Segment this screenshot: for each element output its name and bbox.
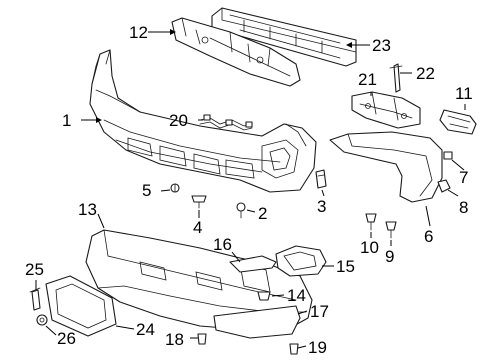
bolt-part-9 xyxy=(385,221,397,239)
callout-4: 4 xyxy=(193,218,202,237)
wire-harness-part xyxy=(199,114,253,131)
bolt-part-10 xyxy=(365,213,377,231)
leader-lines xyxy=(35,29,466,349)
callout-17: 17 xyxy=(310,302,329,321)
callout-23: 23 xyxy=(372,36,391,55)
callout-15: 15 xyxy=(336,257,355,276)
retainer-clip-part xyxy=(389,63,403,93)
license-bracket-part xyxy=(45,275,117,337)
callout-9: 9 xyxy=(385,247,394,266)
callout-20: 20 xyxy=(169,111,188,130)
callout-11: 11 xyxy=(455,84,473,103)
clip-part-14 xyxy=(257,291,271,301)
callout-18: 18 xyxy=(165,330,184,349)
bracket-part-3 xyxy=(315,169,327,189)
callout-26: 26 xyxy=(57,329,76,348)
callout-7: 7 xyxy=(459,168,468,187)
bolt-part-19 xyxy=(289,343,299,355)
callout-10: 10 xyxy=(360,238,379,257)
callout-8: 8 xyxy=(459,198,468,217)
callout-2: 2 xyxy=(258,204,267,223)
bolt-part-18 xyxy=(197,333,207,345)
bolt-part-25 xyxy=(29,287,41,311)
callout-25: 25 xyxy=(25,260,44,279)
callout-6: 6 xyxy=(424,227,433,246)
callout-5: 5 xyxy=(142,181,151,200)
fog-lamp-bezel-part xyxy=(275,245,327,277)
callout-16: 16 xyxy=(213,235,232,254)
energy-absorber-part xyxy=(171,17,301,87)
callout-13: 13 xyxy=(78,200,97,219)
fascia-bracket-part xyxy=(351,91,421,129)
bumper-fascia-part xyxy=(89,49,317,193)
callout-21: 21 xyxy=(358,70,377,89)
fastener-part-4 xyxy=(191,195,207,209)
callout-12: 12 xyxy=(129,23,148,42)
valance-extension-part xyxy=(213,305,301,339)
trim-strip-part xyxy=(229,255,277,273)
callout-1: 1 xyxy=(62,111,71,130)
clip-part-7 xyxy=(443,151,453,160)
fastener-part-2 xyxy=(236,202,246,219)
side-bracket-part xyxy=(439,109,477,135)
callout-22: 22 xyxy=(416,64,435,83)
corner-cover-part xyxy=(329,131,443,203)
callout-19: 19 xyxy=(308,338,327,357)
callout-24: 24 xyxy=(136,320,155,339)
callout-numbers: 1 2 3 4 5 6 7 8 9 10 11 12 13 14 15 16 1… xyxy=(25,23,473,357)
callout-3: 3 xyxy=(317,197,326,216)
callout-14: 14 xyxy=(287,286,306,305)
fastener-part-5 xyxy=(170,183,180,193)
clip-part-8 xyxy=(437,179,451,193)
nut-part-26 xyxy=(36,314,48,326)
